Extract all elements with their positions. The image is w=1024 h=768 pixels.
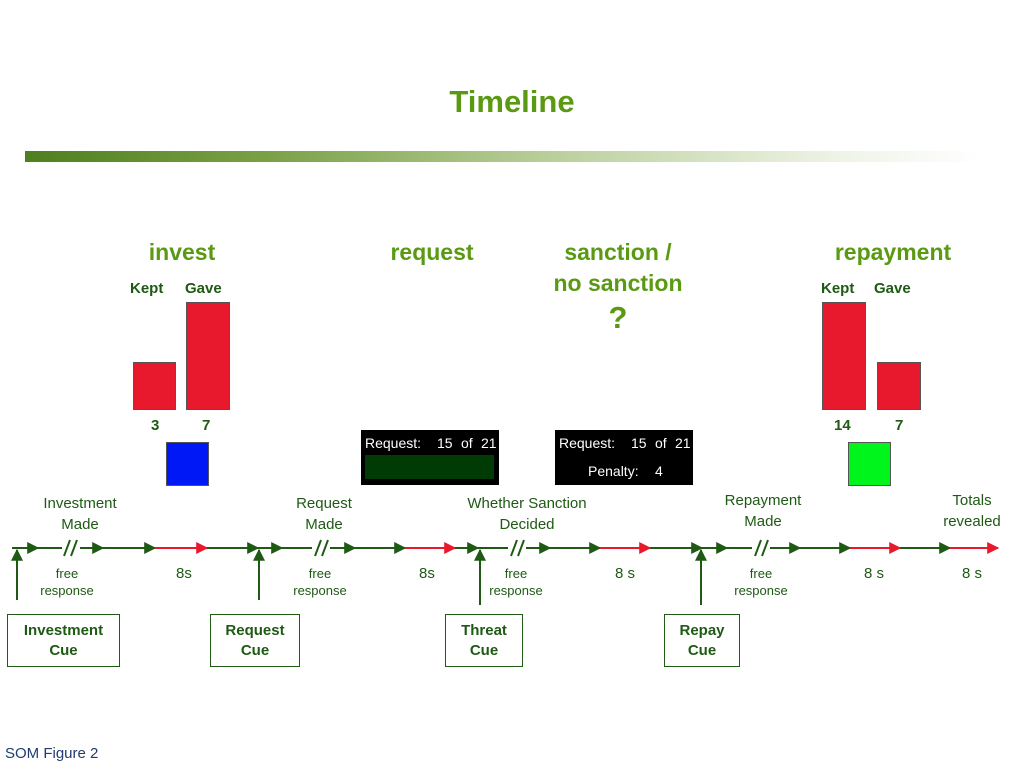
invest-gave-label: Gave (185, 280, 222, 297)
phase-sanction-heading: sanction / no sanction ? (528, 237, 708, 337)
title-divider (25, 151, 980, 162)
sanction-screen-total: 21 (675, 435, 691, 451)
request-screen-label: Request: (365, 435, 422, 451)
invest-gave-bar (186, 302, 230, 410)
duration-label-1: 8s (176, 565, 192, 582)
repay-kept-bar (822, 302, 866, 410)
page-title: Timeline (449, 84, 575, 119)
duration-label-3: 8 s (615, 565, 636, 582)
phase-invest-heading: invest (148, 239, 216, 265)
repay-gave-label: Gave (874, 280, 911, 297)
repay-gave-bar (877, 362, 921, 410)
duration-label-2: 8s (419, 565, 435, 582)
sanction-heading-line1: sanction / (564, 239, 672, 265)
sanction-heading-line2: no sanction (553, 270, 683, 296)
phase-request-heading: request (390, 239, 474, 265)
sanction-screen: Request: 15 of 21 Penalty: 4 (555, 430, 693, 485)
request-screen-current: 15 (437, 435, 453, 451)
duration-label-4: 8 s (864, 565, 885, 582)
repay-gave-value: 7 (895, 417, 904, 434)
sanction-question-mark: ? (608, 300, 628, 335)
sanction-screen-label: Request: (559, 435, 616, 451)
duration-label-5: 8 s (962, 565, 983, 582)
sanction-penalty-value: 4 (655, 463, 663, 479)
sanction-penalty-label: Penalty: (588, 463, 639, 479)
request-screen-of: of (461, 435, 473, 451)
repay-color-swatch (848, 442, 891, 486)
cue-arrows (11, 548, 707, 605)
invest-kept-bar (133, 362, 176, 410)
invest-gave-value: 7 (202, 417, 211, 434)
invest-kept-value: 3 (151, 417, 160, 434)
break-mark-4 (754, 539, 769, 557)
sanction-screen-of: of (655, 435, 667, 451)
phase-repayment-heading: repayment (834, 239, 952, 265)
break-mark-2 (314, 539, 329, 557)
request-screen-total: 21 (481, 435, 497, 451)
invest-kept-label: Kept (130, 280, 164, 297)
repay-kept-label: Kept (821, 280, 855, 297)
request-input-bar (365, 455, 494, 479)
request-screen: Request: 15 of 21 (361, 430, 499, 485)
break-mark-1 (63, 539, 78, 557)
invest-color-swatch (166, 442, 209, 486)
timeline-break-marks (63, 539, 769, 557)
figure-caption: SOM Figure 2 (5, 745, 99, 762)
repay-kept-value: 14 (834, 417, 851, 434)
break-mark-3 (510, 539, 525, 557)
sanction-screen-current: 15 (631, 435, 647, 451)
